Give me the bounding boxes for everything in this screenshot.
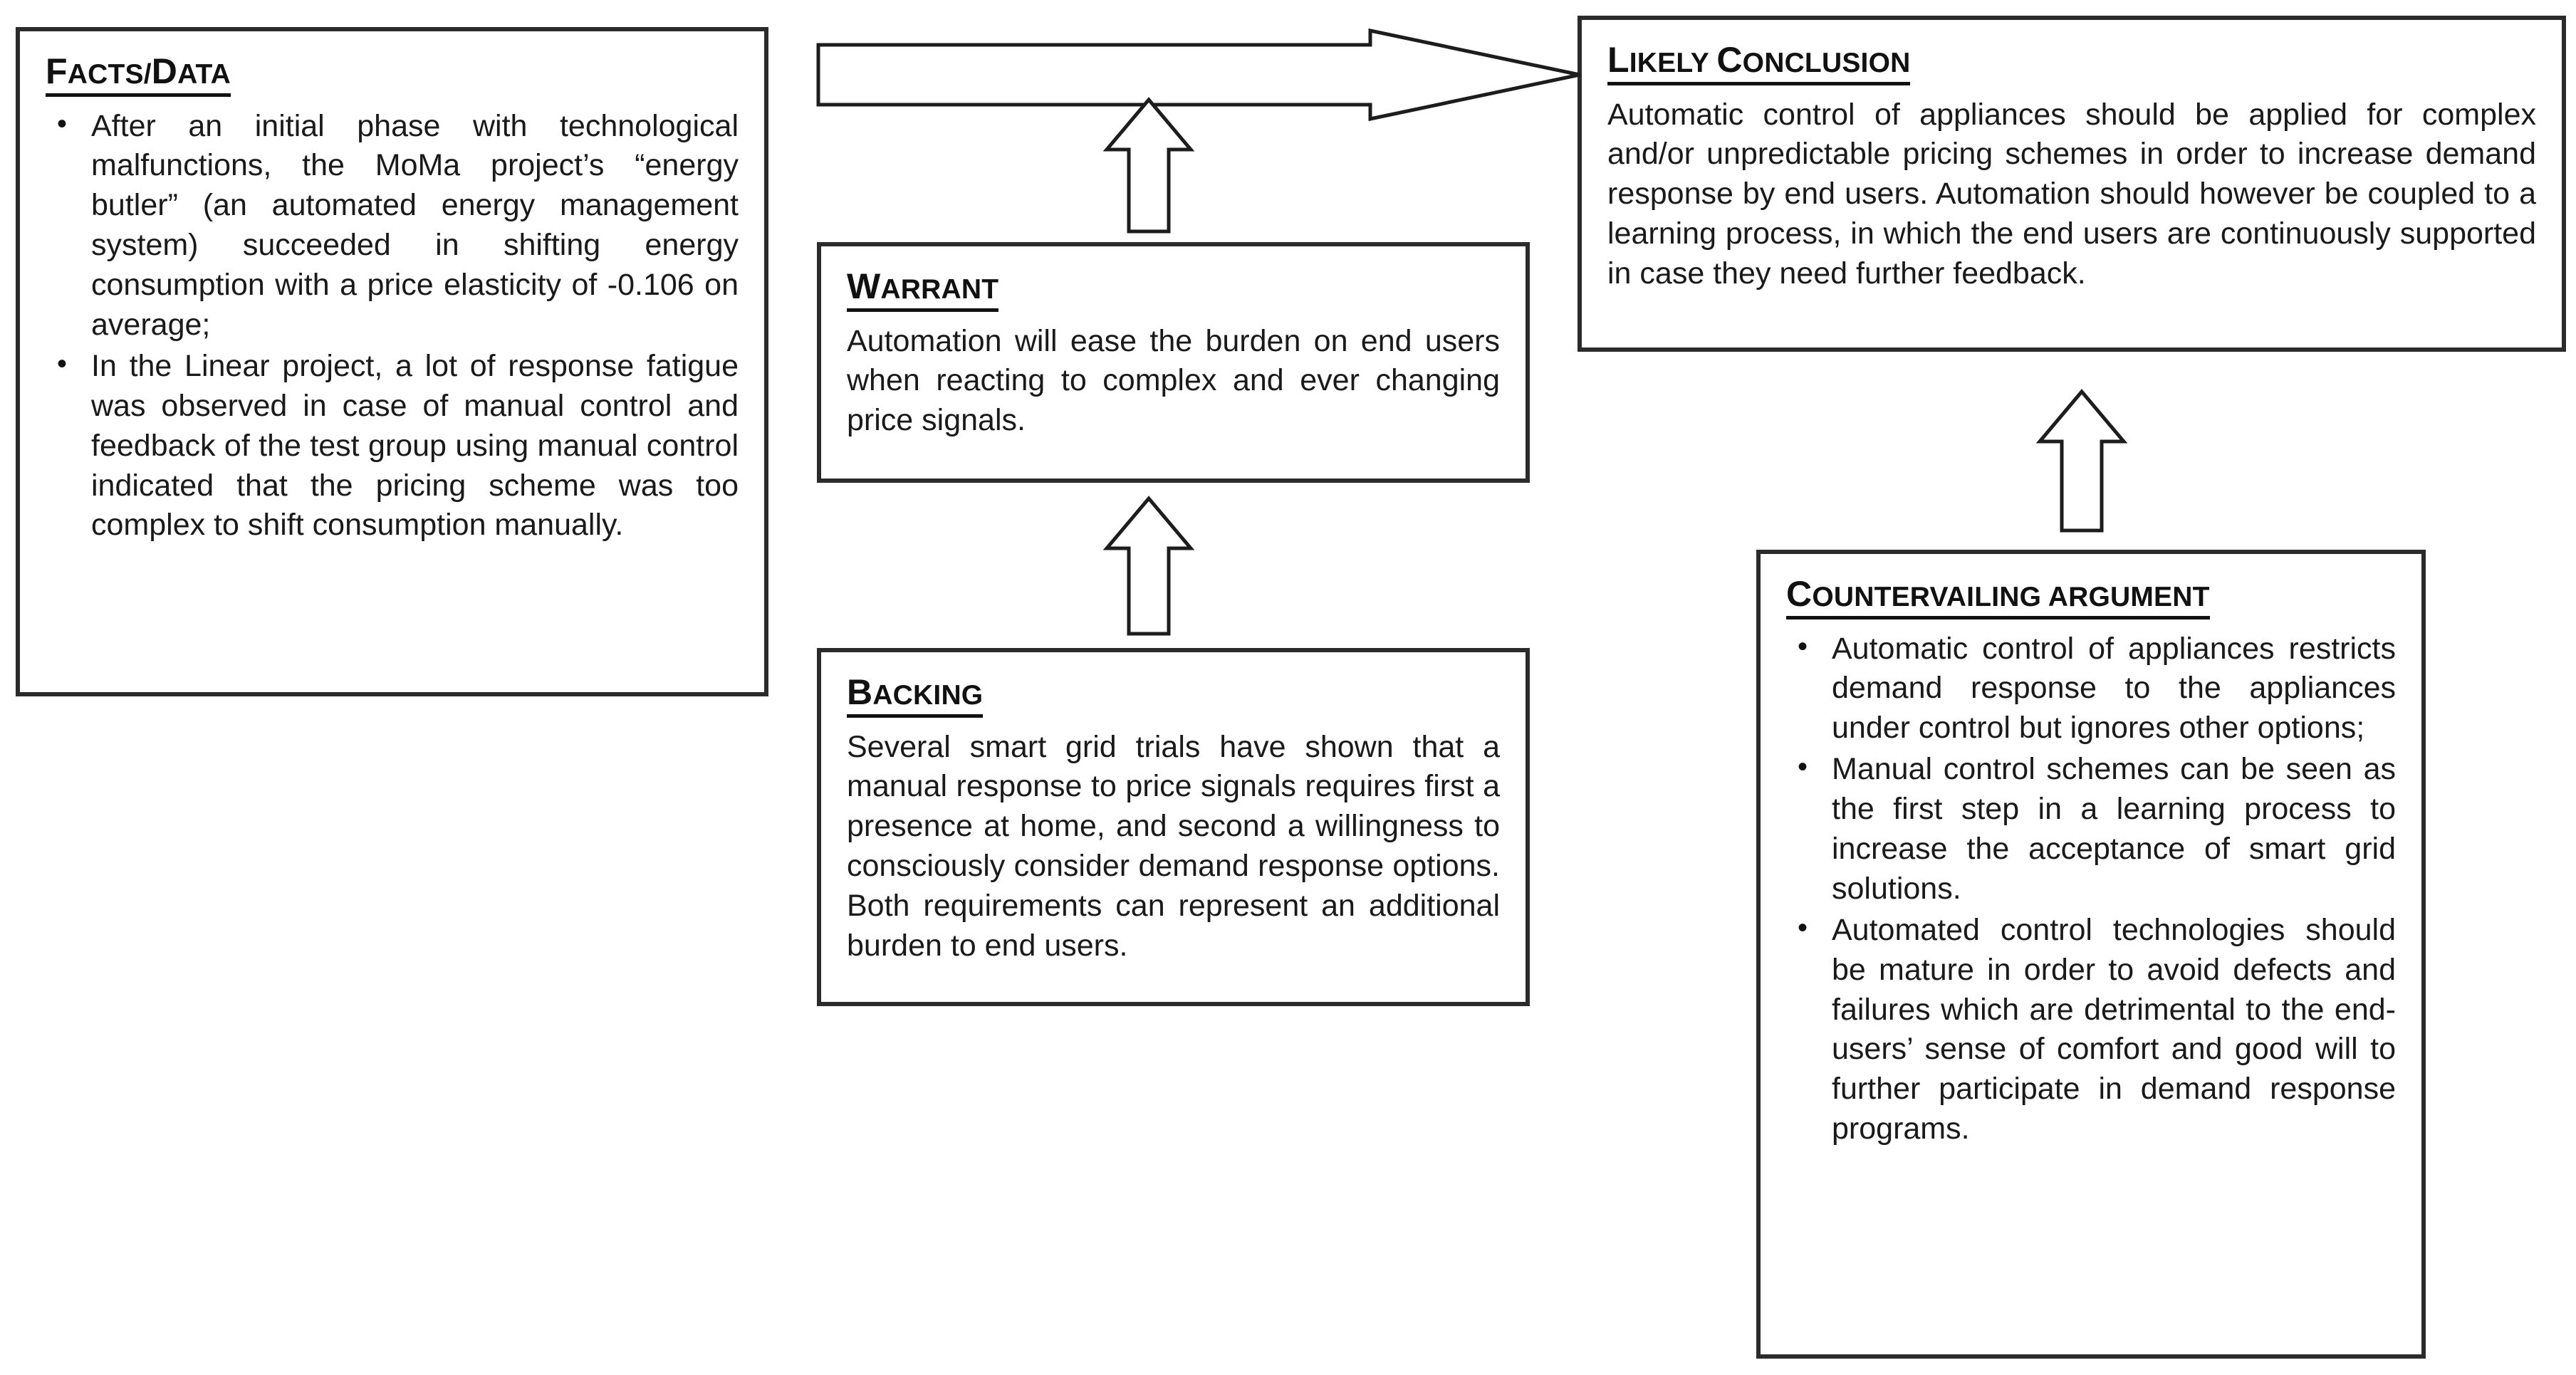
likely-conclusion-title-lead2: C: [1716, 40, 1743, 80]
likely-conclusion-box: LIKELY CONCLUSION Automatic control of a…: [1578, 16, 2566, 352]
facts-data-title-lead2: D: [151, 51, 178, 91]
warrant-title-rest: ARRANT: [880, 274, 999, 305]
warrant-title-lead: W: [847, 266, 881, 306]
up-arrow-icon: [2033, 388, 2133, 534]
warrant-box: WARRANT Automation will ease the burden …: [817, 242, 1530, 483]
likely-conclusion-title-lead: L: [1607, 40, 1629, 80]
right-arrow-icon: [816, 28, 1582, 122]
likely-conclusion-title-rest: IKELY: [1629, 48, 1717, 78]
facts-data-title-rest2: ATA: [177, 59, 231, 90]
up-arrow-icon: [1100, 495, 1200, 637]
backing-text: Several smart grid trials have shown tha…: [847, 729, 1500, 963]
backing-box: BACKING Several smart grid trials have s…: [817, 648, 1530, 1006]
countervailing-argument-bullet-list: Automatic control of appliances restrict…: [1786, 628, 2396, 1150]
list-item: Manual control schemes can be seen as th…: [1786, 748, 2396, 909]
likely-conclusion-text: Automatic control of appliances should b…: [1607, 97, 2536, 291]
list-item: In the Linear project, a lot of response…: [46, 345, 739, 545]
backing-title-rest: ACKING: [872, 680, 984, 711]
backing-title: BACKING: [847, 672, 984, 718]
facts-data-title-rest: ACTS/: [67, 59, 152, 90]
warrant-title: WARRANT: [847, 266, 999, 312]
likely-conclusion-title: LIKELY CONCLUSION: [1607, 40, 1911, 85]
facts-data-title-lead: F: [46, 51, 68, 91]
countervailing-argument-box: COUNTERVAILING ARGUMENT Automatic contro…: [1756, 550, 2426, 1359]
list-item: Automatic control of appliances restrict…: [1786, 628, 2396, 749]
facts-data-title: FACTS/DATA: [46, 53, 231, 97]
likely-conclusion-title-rest2: ONCLUSION: [1742, 48, 1911, 78]
countervailing-argument-title-rest: OUNTERVAILING ARGUMENT: [1812, 582, 2210, 612]
backing-title-lead: B: [847, 672, 873, 712]
countervailing-argument-title-lead: C: [1786, 574, 1813, 614]
countervailing-argument-title: COUNTERVAILING ARGUMENT: [1786, 575, 2210, 619]
up-arrow-icon: [1100, 96, 1200, 235]
facts-data-bullet-list: After an initial phase with technologica…: [46, 105, 739, 546]
list-item: After an initial phase with technologica…: [46, 105, 739, 345]
list-item: Automated control technologies should be…: [1786, 909, 2396, 1149]
warrant-text: Automation will ease the burden on end u…: [847, 323, 1500, 438]
facts-data-box: FACTS/DATA After an initial phase with t…: [16, 27, 768, 696]
